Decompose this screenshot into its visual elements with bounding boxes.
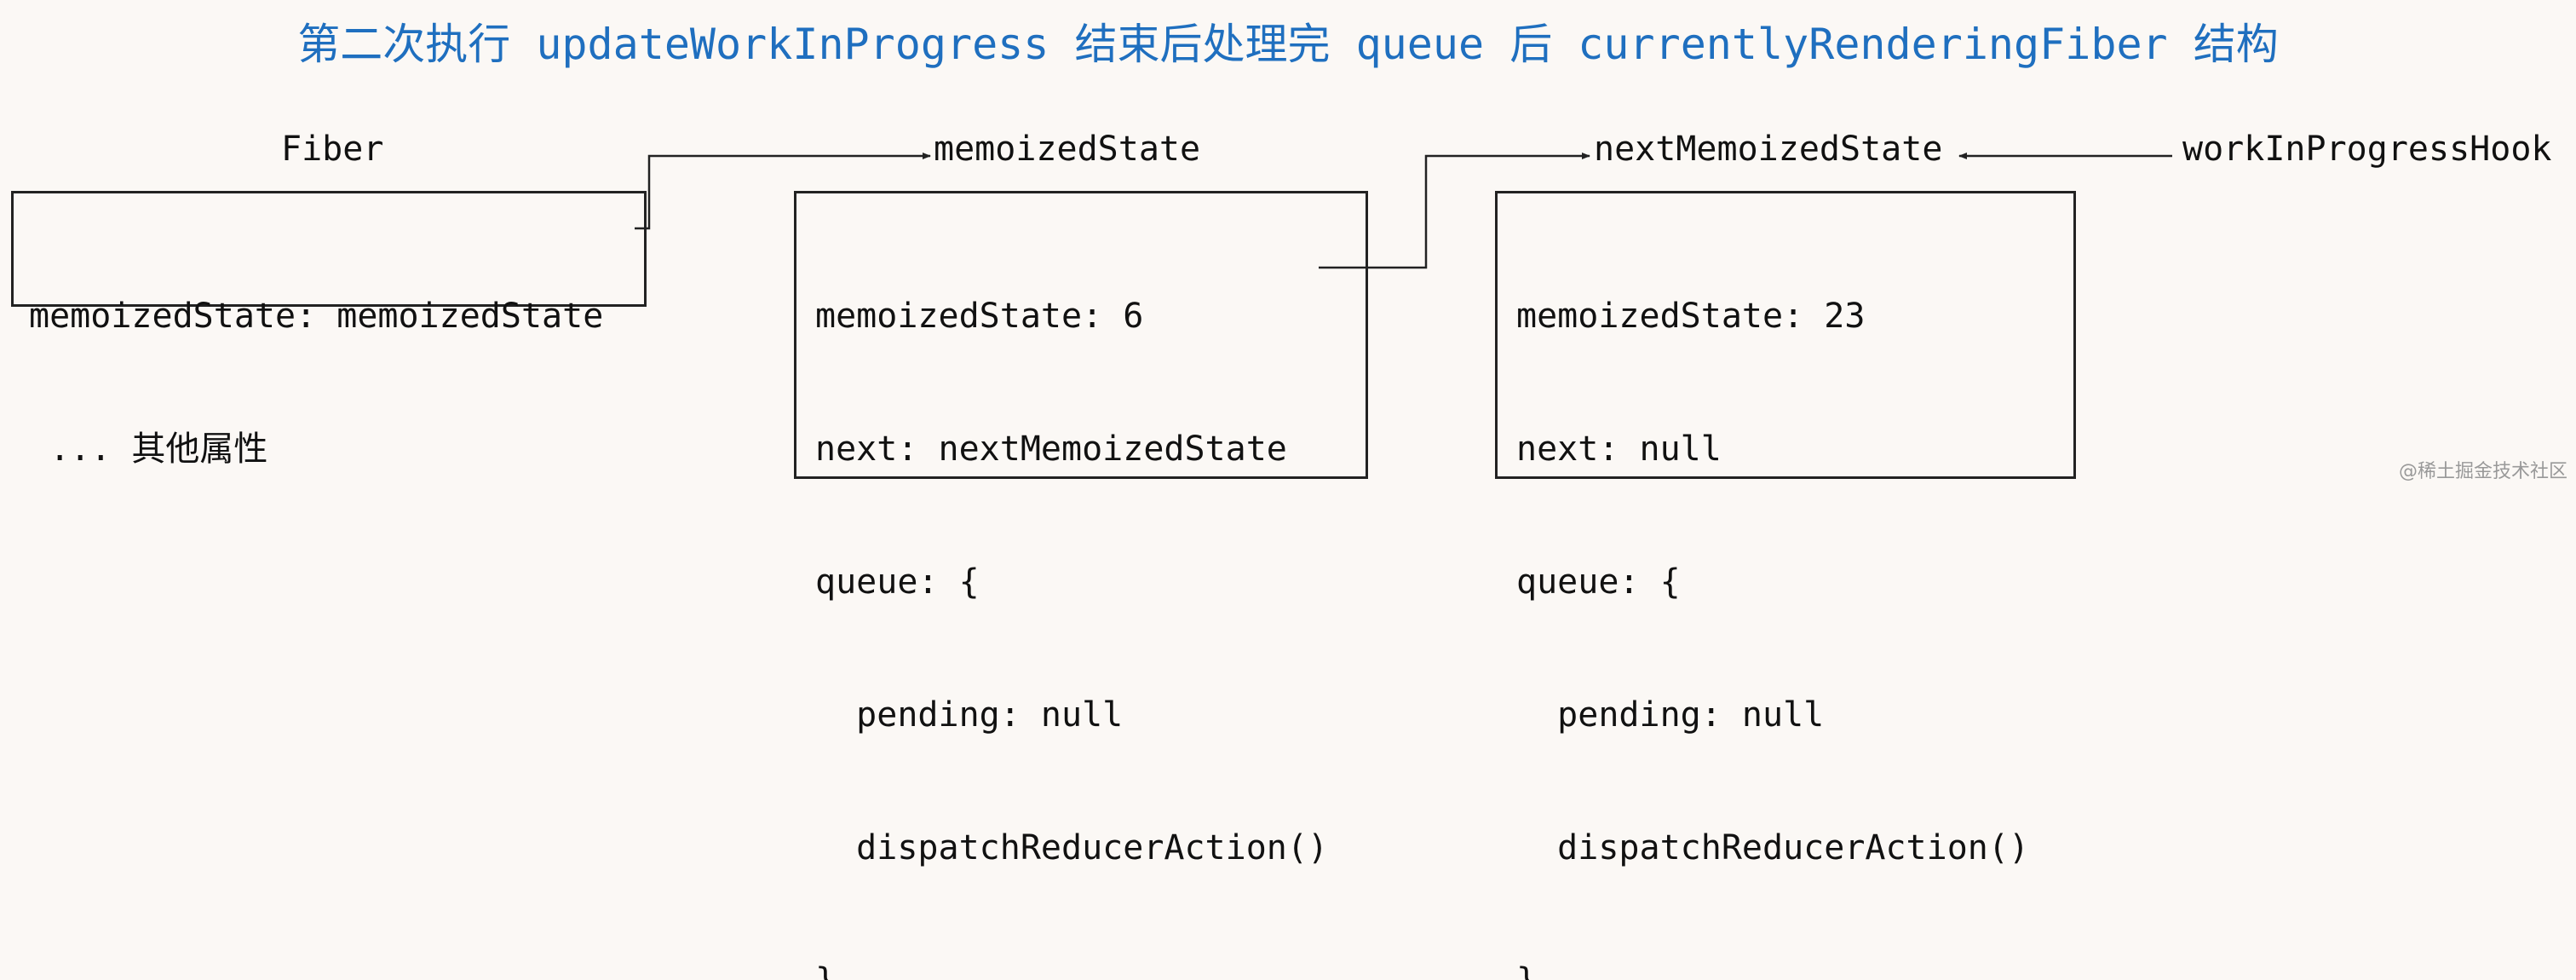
hook-line: dispatchReducerAction() [1516, 828, 2030, 868]
hook-line: memoizedState: 23 [1516, 297, 1866, 336]
hook-line: } [1516, 959, 2073, 980]
hook-line: dispatchReducerAction() [815, 828, 1329, 868]
work-in-progress-hook-label: workInProgressHook [2182, 130, 2552, 169]
hook-line: next: null [1516, 429, 1722, 469]
hook-line: next: nextMemoizedState [815, 429, 1287, 469]
hook-line: queue: { [1516, 562, 1681, 602]
next-memoized-state-label: nextMemoizedState [1594, 130, 1943, 169]
fiber-line: memoizedState: memoizedState [29, 297, 604, 336]
hook-line: pending: null [815, 695, 1124, 735]
watermark: @稀土掘金技术社区 [2398, 461, 2567, 482]
fiber-line: ... 其他属性 [29, 429, 268, 469]
hook-line: queue: { [815, 562, 980, 602]
hook-line: } [815, 959, 1366, 980]
connectors [635, 153, 2172, 269]
hook-line: pending: null [1516, 695, 1825, 735]
fiber-to-memoized-state-arrow [635, 153, 931, 230]
hook-line: memoizedState: 6 [815, 297, 1144, 336]
diagram-title: 第二次执行 updateWorkInProgress 结束后处理完 queue … [297, 20, 2279, 69]
fiber-label: Fiber [281, 130, 384, 169]
next-to-next-memoized-state-arrow [1319, 153, 1590, 269]
fiber-box: memoizedState: memoizedState ... 其他属性 [11, 191, 647, 469]
memoized-state-label: memoizedState [934, 130, 1201, 169]
